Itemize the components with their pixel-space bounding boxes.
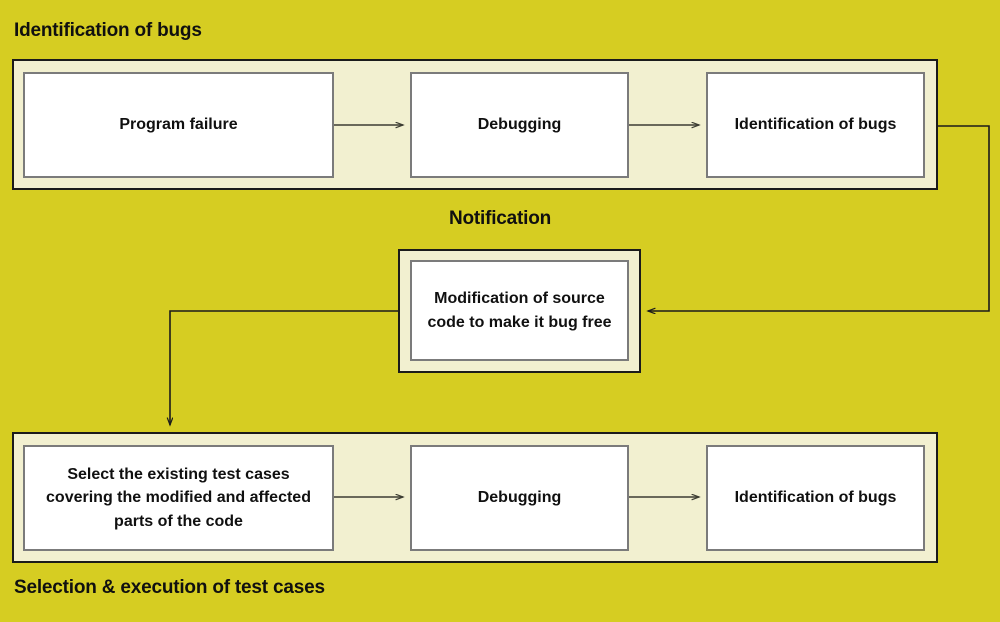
section-caption-notification: Notification (448, 208, 552, 229)
node-identification-of-bugs-top[interactable]: Identification of bugs (706, 72, 925, 178)
node-debugging-bottom[interactable]: Debugging (410, 445, 629, 551)
node-identification-of-bugs-bottom[interactable]: Identification of bugs (706, 445, 925, 551)
node-modification-of-source-code[interactable]: Modification of source code to make it b… (410, 260, 629, 361)
node-program-failure[interactable]: Program failure (23, 72, 334, 178)
section-caption-identification: Identification of bugs (14, 20, 202, 41)
section-caption-selection-execution: Selection & execution of test cases (14, 577, 325, 598)
node-debugging-top[interactable]: Debugging (410, 72, 629, 178)
arrow-modification-to-select-test-cases (170, 310, 398, 425)
node-select-existing-test-cases[interactable]: Select the existing test cases covering … (23, 445, 334, 551)
